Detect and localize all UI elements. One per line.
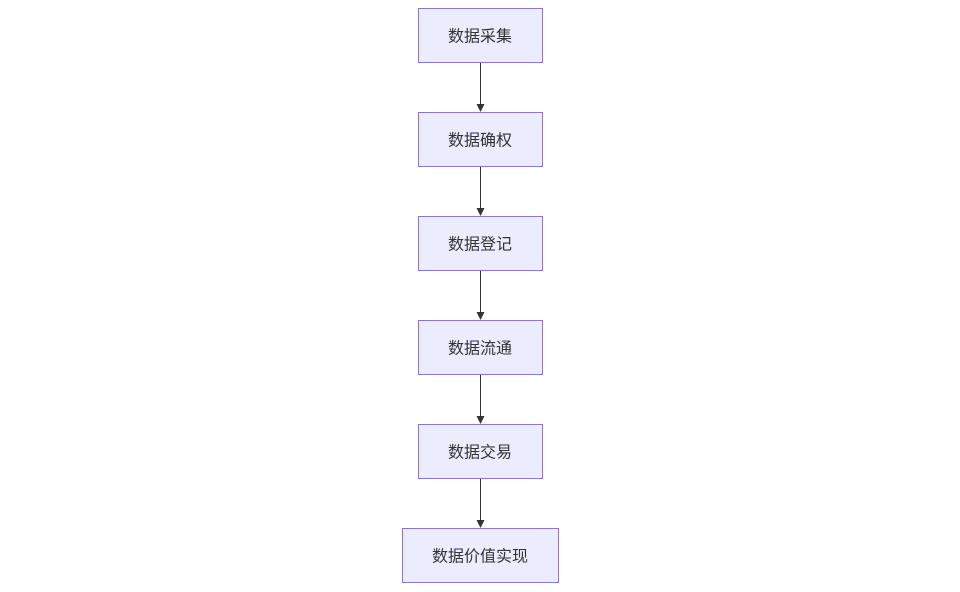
node-box-circulate: [418, 320, 543, 375]
node-value: 数据价值实现: [402, 528, 559, 583]
edge-circulate-to-trade: [476, 375, 485, 424]
node-circulate: 数据流通: [418, 320, 543, 375]
node-label-collect: 数据采集: [448, 27, 512, 46]
node-label-trade: 数据交易: [448, 443, 512, 462]
edge-rights-to-register: [476, 167, 485, 216]
arrowhead-icon: [476, 312, 485, 320]
node-label-circulate: 数据流通: [448, 339, 512, 358]
edge-trade-to-value: [476, 479, 485, 528]
arrowhead-icon: [476, 104, 485, 112]
node-register: 数据登记: [418, 216, 543, 271]
node-label-value: 数据价值实现: [432, 547, 528, 566]
edge-register-to-circulate: [476, 271, 485, 320]
node-box-collect: [418, 8, 543, 63]
node-box-register: [418, 216, 543, 271]
arrowhead-icon: [476, 520, 485, 528]
node-collect: 数据采集: [418, 8, 543, 63]
arrowhead-icon: [476, 416, 485, 424]
node-label-register: 数据登记: [448, 235, 512, 254]
arrowhead-icon: [476, 208, 485, 216]
node-box-trade: [418, 424, 543, 479]
node-label-rights: 数据确权: [448, 131, 512, 150]
edges-layer: [476, 63, 485, 528]
node-box-value: [402, 528, 559, 583]
node-box-rights: [418, 112, 543, 167]
node-rights: 数据确权: [418, 112, 543, 167]
edge-collect-to-rights: [476, 63, 485, 112]
node-trade: 数据交易: [418, 424, 543, 479]
